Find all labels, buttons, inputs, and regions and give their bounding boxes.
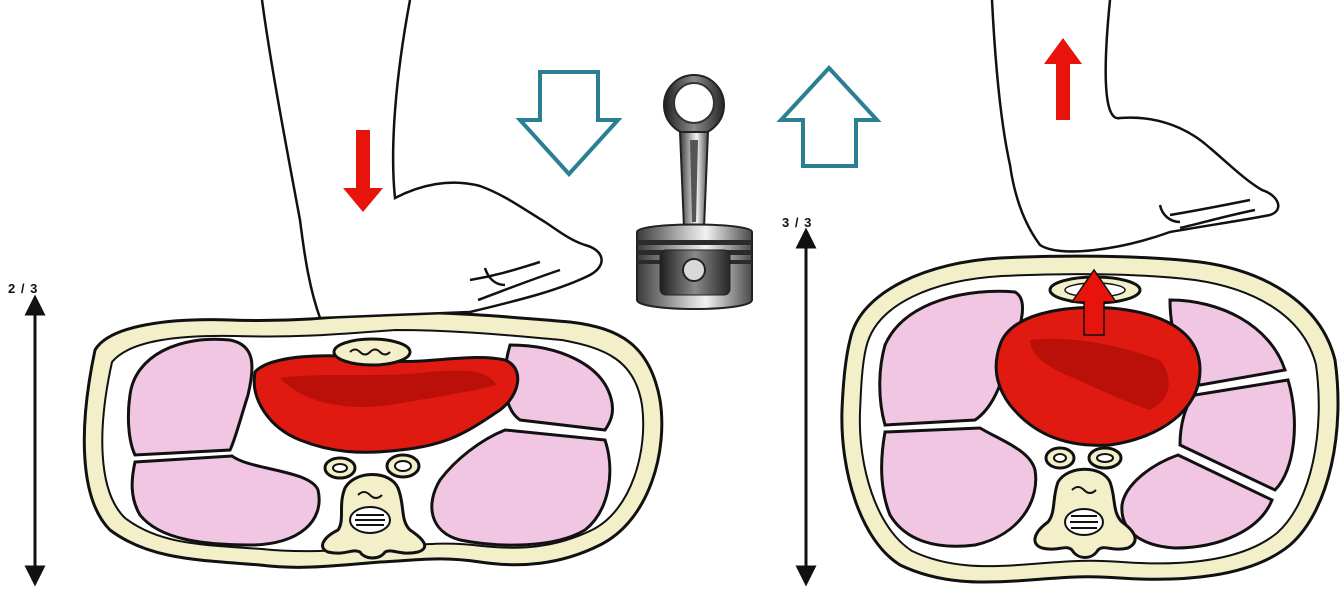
right-fig-lung-2 bbox=[882, 428, 1036, 546]
hand-compressing bbox=[262, 0, 602, 318]
sternum-left bbox=[334, 339, 410, 365]
engine-piston-connecting-rod bbox=[637, 75, 752, 309]
hand-releasing bbox=[992, 0, 1278, 251]
recoiled-chest-section bbox=[842, 256, 1338, 582]
hollow-down-arrow bbox=[520, 72, 618, 174]
hollow-up-arrow bbox=[781, 68, 877, 166]
compressed-chest-section bbox=[84, 312, 662, 567]
